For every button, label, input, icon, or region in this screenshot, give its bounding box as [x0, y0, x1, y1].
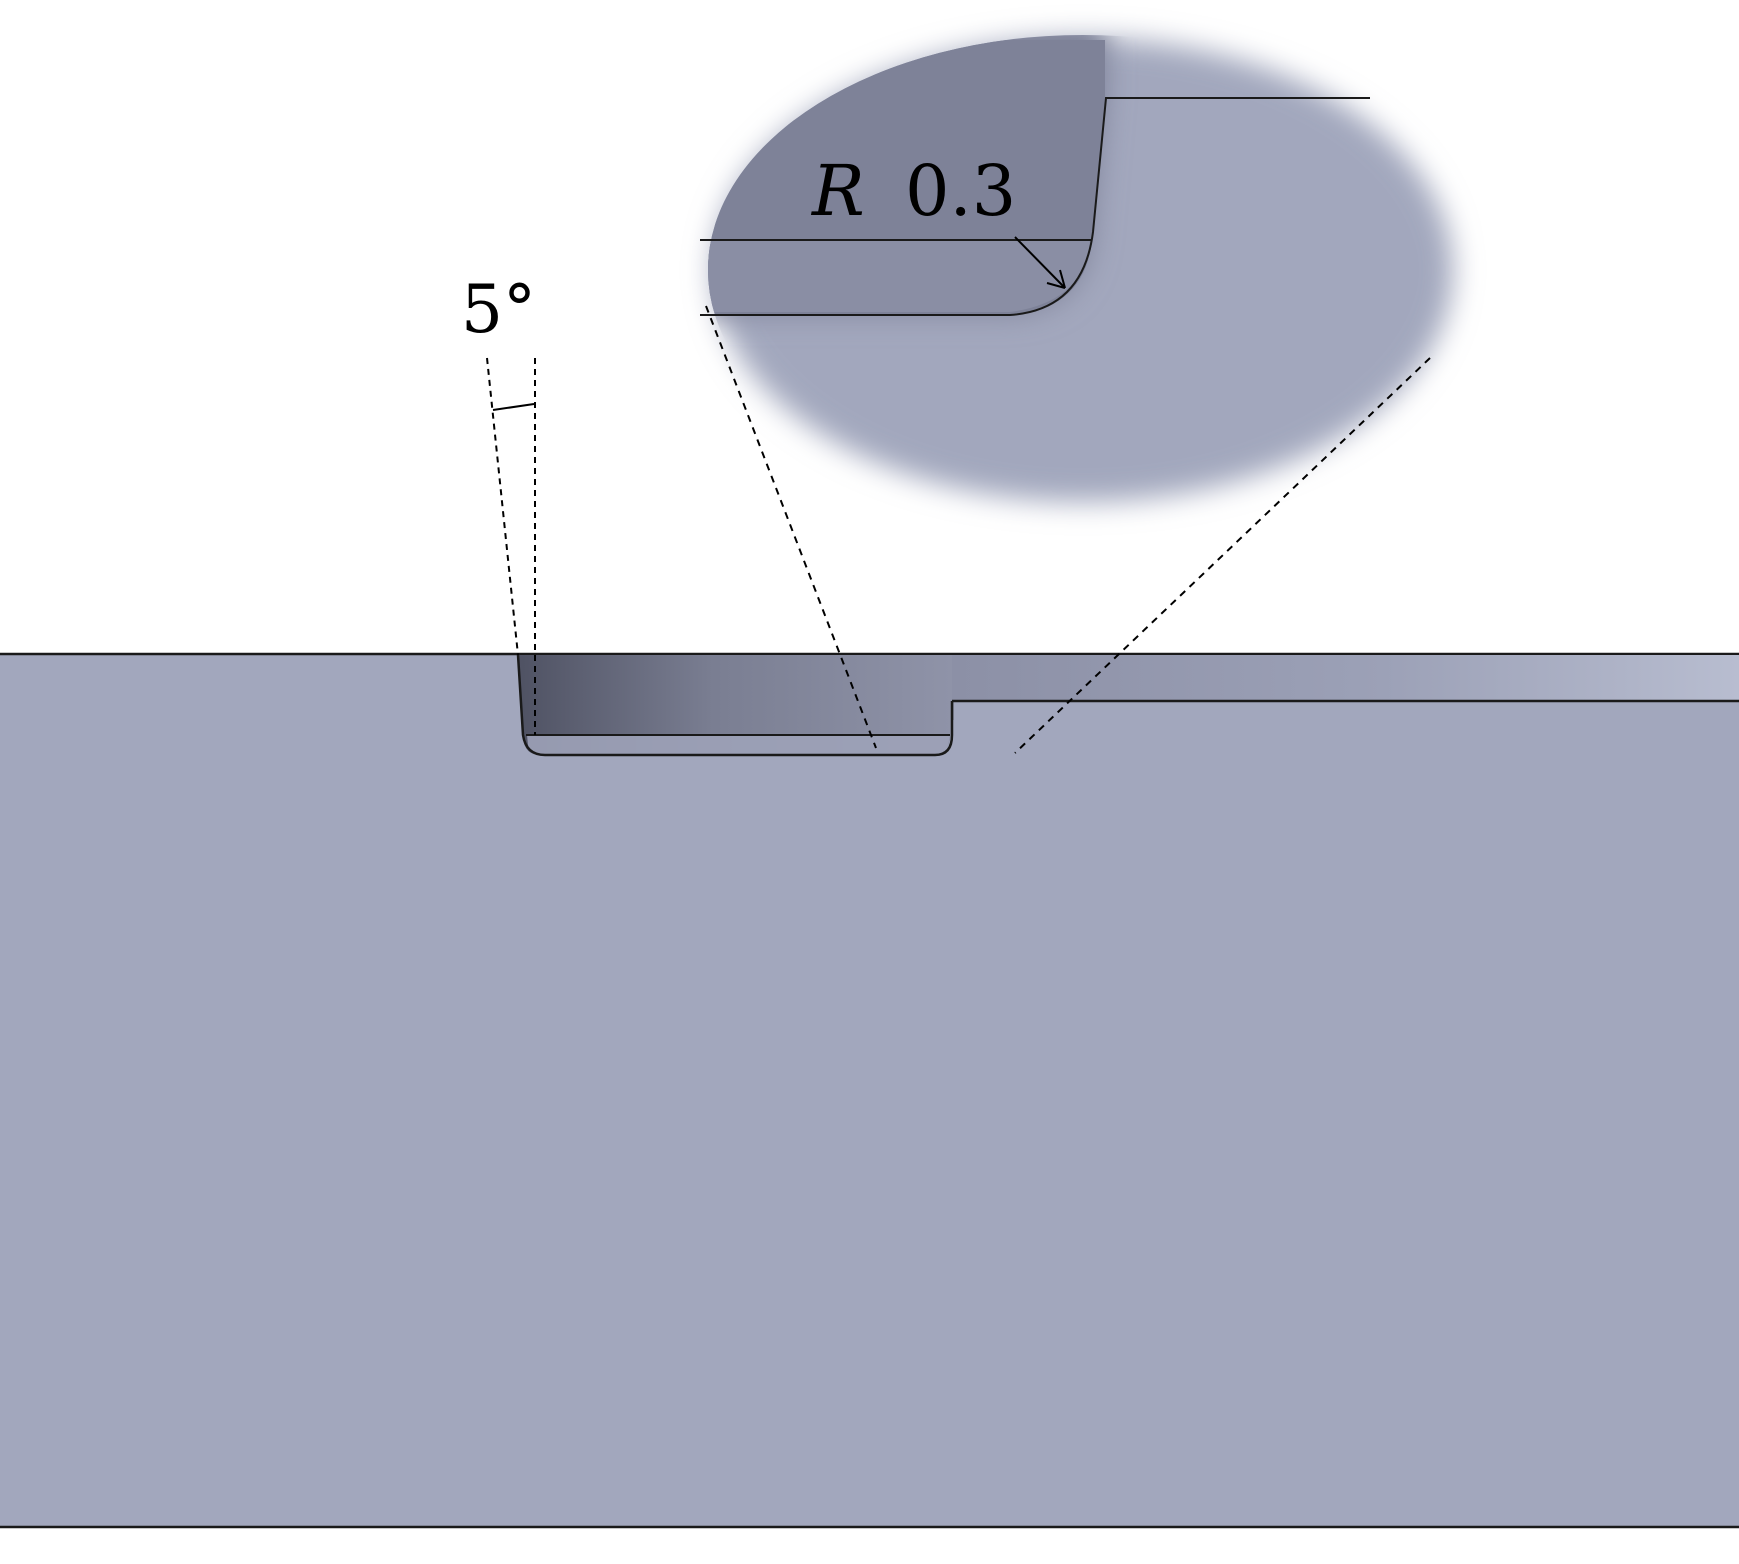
- draft-reference-line-inclined: [486, 357, 519, 656]
- callout-projection-lines: [705, 305, 1431, 754]
- step-recess: [950, 655, 1739, 720]
- radius-arrowhead: [1046, 269, 1066, 289]
- draft-angle-dimension: 5°: [461, 271, 536, 735]
- pocket-face: [518, 655, 952, 755]
- radius-leader: [1014, 236, 1066, 289]
- angle-label: 5°: [461, 271, 536, 348]
- detail-inner-band: [708, 240, 1090, 312]
- projection-line-left: [705, 305, 877, 749]
- detail-profile-outline: [700, 97, 1370, 316]
- pocket-outline: [516, 654, 954, 757]
- detail-callout: R 0.3: [700, 35, 1453, 502]
- pocket-floor-band: [527, 735, 950, 755]
- radius-prefix: R: [810, 150, 865, 232]
- step-recess-face: [952, 655, 1739, 701]
- radius-value: 0.3: [905, 150, 1016, 232]
- pocket: [516, 654, 954, 757]
- radius-label: R 0.3: [810, 150, 1016, 232]
- draft-angle-arc: [492, 403, 535, 411]
- part-body: [0, 654, 1739, 1528]
- projection-line-right: [1014, 357, 1431, 754]
- main-part: [0, 652, 1739, 1529]
